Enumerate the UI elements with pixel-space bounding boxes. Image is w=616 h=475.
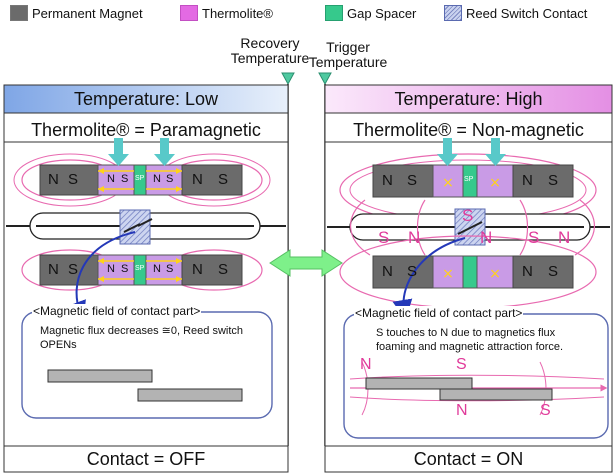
legend: Permanent Magnet Thermolite® Gap Spacer … <box>0 0 616 26</box>
legend-label: Gap Spacer <box>347 5 417 21</box>
recovery-line2: Temperature <box>230 50 310 66</box>
left-bottom-magnet-s: S <box>68 261 79 278</box>
permanent-magnet-swatch-icon <box>10 5 28 21</box>
right-top-magnet-assembly: × × <box>339 138 597 227</box>
left-bottom-magnet-n: N <box>48 261 59 278</box>
left-bottom-thermo-s2: S <box>166 263 174 275</box>
left-top-thermo-s2: S <box>166 173 174 185</box>
legend-item-permanent-magnet: Permanent Magnet <box>10 5 143 21</box>
right-contact-pole-n-left: N <box>360 356 372 373</box>
transition-double-arrow-icon <box>269 249 343 277</box>
right-field-title: <Magnetic field of contact part> <box>354 306 524 320</box>
right-pole-s-1: S <box>378 228 390 247</box>
svg-text:×: × <box>489 266 501 282</box>
right-top-spacer-label: SP <box>464 176 474 183</box>
right-pole-n-3: N <box>558 228 571 247</box>
legend-label: Permanent Magnet <box>32 5 143 21</box>
legend-label: Reed Switch Contact <box>466 5 588 21</box>
left-contact-blade-bottom <box>137 388 243 402</box>
left-top-thermo-s: S <box>121 173 129 185</box>
right-thermolite-state: Thermolite® = Non-magnetic <box>353 119 584 140</box>
right-bottom-magnet2-s: S <box>548 263 559 280</box>
left-top-magnet-n: N <box>48 171 59 188</box>
left-field-description: Magnetic flux decreases ≅0, Reed switch … <box>40 324 243 352</box>
trigger-line2: Temperature <box>308 54 388 70</box>
left-bottom-thermo-n: N <box>107 263 115 275</box>
right-bottom-magnet-assembly: × × <box>339 235 597 309</box>
left-thermolite-state: Thermolite® = Paramagnetic <box>31 119 261 140</box>
left-top-magnet-assembly <box>13 138 271 207</box>
right-pole-n-2: N <box>480 228 493 247</box>
left-top-magnet2-n: N <box>192 171 203 188</box>
right-field-description: S touches to N due to magnetics flux foa… <box>376 326 563 354</box>
left-field-title: <Magnetic field of contact part> <box>32 304 202 318</box>
right-top-magnet2-s: S <box>548 172 559 189</box>
legend-item-gap-spacer: Gap Spacer <box>325 5 416 21</box>
left-band-bg <box>3 84 289 114</box>
right-contact-status: Contact = ON <box>413 448 524 469</box>
right-top-magnet2-n: N <box>522 172 533 189</box>
left-top-spacer-label: SP <box>135 175 145 182</box>
recovery-line1: Recovery <box>240 35 300 51</box>
left-bottom-magnet2-n: N <box>192 261 203 278</box>
right-contact-pole-n-bottom: N <box>456 402 468 419</box>
right-contact-blade-top <box>365 377 473 390</box>
right-bottom-magnet2-n: N <box>522 263 533 280</box>
left-bottom-thermo-n2: N <box>153 263 161 275</box>
left-top-thermo-n2: N <box>153 173 161 185</box>
right-bottom-magnet-s: S <box>407 263 418 280</box>
legend-label: Thermolite® <box>202 5 273 21</box>
left-zoom-arrow-icon <box>67 231 136 322</box>
reed-switch-swatch-icon <box>444 5 462 21</box>
right-pole-s-2: S <box>462 206 474 225</box>
legend-item-thermolite: Thermolite® <box>180 5 273 21</box>
thermolite-swatch-icon <box>180 5 198 21</box>
svg-text:×: × <box>442 175 454 191</box>
right-top-magnet-n: N <box>382 172 393 189</box>
left-top-magnet-s: S <box>68 171 79 188</box>
right-contact-pole-s-top: S <box>456 356 467 373</box>
right-reed-switch <box>327 199 610 256</box>
right-band-bg <box>324 84 613 114</box>
right-top-magnet-s: S <box>407 172 418 189</box>
recovery-marker-icon <box>281 72 295 86</box>
left-reed-switch <box>6 209 286 245</box>
left-contact-blade-top <box>47 369 153 383</box>
left-field-desc-line2: OPENs <box>40 339 77 351</box>
right-bottom-magnet-n: N <box>382 263 393 280</box>
right-contact-box <box>324 445 613 473</box>
left-top-magnet2-s: S <box>218 171 229 188</box>
right-contact-blade-bottom <box>439 388 553 401</box>
gap-spacer-swatch-icon <box>325 5 343 21</box>
right-pole-n-1: N <box>408 228 421 247</box>
right-field-desc-line1: S touches to N due to magnetics flux <box>376 327 556 339</box>
left-contact-box <box>3 445 289 473</box>
legend-item-reed-switch-contact: Reed Switch Contact <box>444 5 587 21</box>
left-contact-status: Contact = OFF <box>86 448 206 469</box>
recovery-temperature-label: Recovery Temperature <box>218 36 322 66</box>
left-temperature-band: Temperature: Low <box>73 88 219 109</box>
right-pole-s-3: S <box>528 228 540 247</box>
right-contact-pole-s-right: S <box>540 402 551 419</box>
right-field-desc-line2: foaming and magnetic attraction force. <box>376 341 564 353</box>
left-bottom-thermo-s: S <box>121 263 129 275</box>
trigger-line1: Trigger <box>326 39 370 55</box>
right-temperature-band: Temperature: High <box>394 88 543 109</box>
svg-text:×: × <box>442 266 454 282</box>
trigger-temperature-label: Trigger Temperature <box>296 40 400 70</box>
left-bottom-magnet2-s: S <box>218 261 229 278</box>
left-field-desc-line1: Magnetic flux decreases ≅0, Reed switch <box>40 325 244 337</box>
left-bottom-magnet-assembly <box>21 249 263 291</box>
left-bottom-spacer-label: SP <box>135 265 145 272</box>
svg-text:×: × <box>489 175 501 191</box>
trigger-marker-icon <box>318 72 332 86</box>
left-top-thermo-n: N <box>107 173 115 185</box>
right-zoom-arrow-icon <box>392 237 466 320</box>
